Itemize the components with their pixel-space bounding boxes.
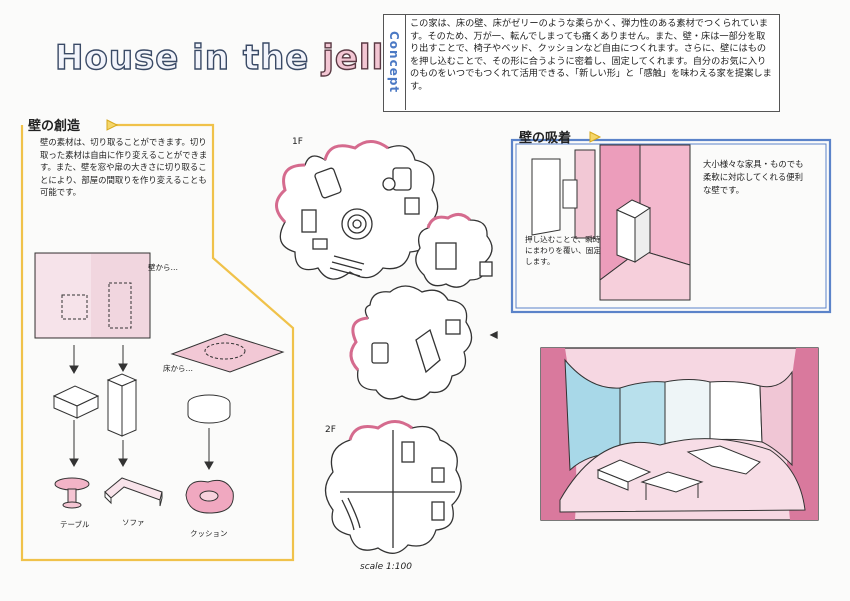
concept-text: この家は、床の壁、床がゼリーのような柔らかく、弾力性のある素材でつくられています…: [410, 18, 772, 92]
from-wall-label: 壁から…: [148, 263, 178, 272]
wall-absorb-note-right: 大小様々な家具・ものでも柔軟に対応してくれる便利な壁です。: [703, 159, 804, 195]
wall-absorb-note-left: 押し込むことで、瞬時にまわりを覆い、固定します。: [525, 235, 601, 266]
plan-scale: scale 1:100: [360, 562, 412, 572]
from-floor-label: 床から…: [163, 364, 193, 373]
concept-label: Concept: [383, 14, 406, 110]
item-label-table: テーブル: [60, 520, 90, 529]
concept-box: [383, 14, 780, 112]
item-label-sofa: ソファ: [122, 518, 145, 527]
wall-absorb-title: 壁の吸着: [519, 131, 572, 146]
item-label-cushion: クッション: [190, 529, 228, 538]
plan-1f-label: 1F: [292, 137, 303, 147]
plan-2f-label: 2F: [325, 425, 336, 435]
wall-create-title: 壁の創造: [28, 119, 81, 134]
wall-create-text: 壁の素材は、切り取ることができます。切り取った素材は自由に作り変えることができま…: [40, 137, 208, 197]
